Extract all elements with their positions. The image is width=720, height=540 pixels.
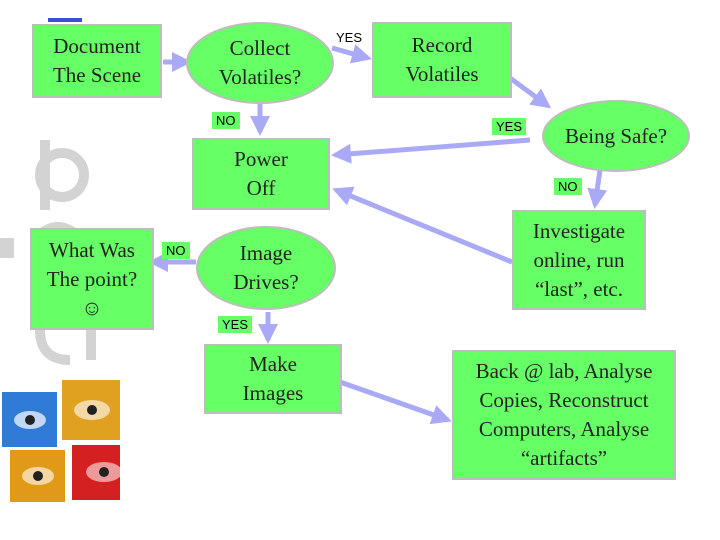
arrow-collect-to-record bbox=[331, 44, 372, 64]
arrow-investigate-to-image bbox=[332, 186, 513, 265]
label-image-no: NO bbox=[162, 242, 190, 259]
arrow-makeimages-to-lab bbox=[339, 379, 452, 425]
logo-watermark bbox=[0, 18, 120, 502]
arrow-safe-to-investigate bbox=[587, 169, 608, 209]
node-investigate: Investigate online, run “last”, etc. bbox=[512, 210, 646, 310]
node-make-images: Make Images bbox=[204, 344, 342, 414]
label-safe-no: NO bbox=[554, 178, 582, 195]
node-record-volatiles: Record Volatiles bbox=[372, 22, 512, 98]
node-back-at-lab: Back @ lab, Analyse Copies, Reconstruct … bbox=[452, 350, 676, 480]
node-power-off: Power Off bbox=[192, 138, 330, 210]
label-collect-no: NO bbox=[212, 112, 240, 129]
arrow-safe-to-poweroff bbox=[331, 137, 531, 164]
label-safe-yes: YES bbox=[492, 118, 527, 135]
node-being-safe: Being Safe? bbox=[542, 100, 690, 172]
node-image-drives: Image Drives? bbox=[196, 226, 336, 310]
node-document-scene: Document The Scene bbox=[32, 24, 162, 98]
label-image-yes: YES bbox=[218, 316, 253, 333]
label-collect-yes: YES bbox=[336, 30, 363, 45]
node-what-was-point: What Was The point? ☺ bbox=[30, 228, 154, 330]
node-collect-volatiles: Collect Volatiles? bbox=[186, 22, 334, 104]
arrow-record-to-safe bbox=[508, 75, 552, 109]
